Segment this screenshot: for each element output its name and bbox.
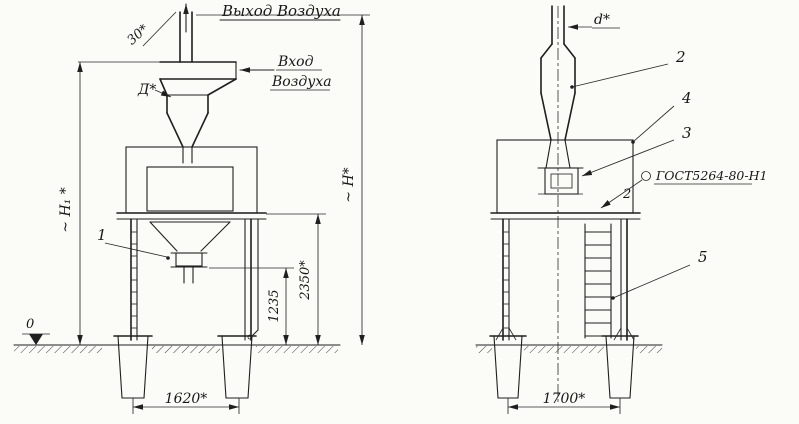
support-frame-front — [116, 146, 267, 220]
foundation-piles-front — [113, 335, 257, 399]
leader-dot — [166, 256, 170, 260]
dim-h1: ~ Н₁ * — [58, 61, 160, 345]
weld-standard-label: ГОСТ5264-80-Н1 — [655, 168, 767, 183]
level-triangle-icon — [29, 334, 43, 345]
air-outlet-label: Выход Воздуха — [221, 2, 341, 20]
support-frame-side — [490, 139, 641, 220]
air-inlet-duct: Вход Воздуха — [159, 54, 332, 91]
item-1-label: 1 — [97, 226, 107, 244]
leader-dot — [570, 85, 574, 89]
leg-lacing — [131, 231, 137, 329]
angle-label: 30* — [125, 21, 153, 48]
cyclone-front: Д* — [137, 78, 237, 164]
item-1-callout: 1 — [97, 226, 170, 260]
dim-2350: 2350* — [266, 213, 326, 345]
dim-1700-label: 1700* — [543, 391, 586, 407]
item-3-callout: 3 — [581, 124, 692, 177]
weld-callout: ГОСТ5264-80-Н1 2 — [600, 168, 767, 209]
outlet-pipe-side: d* — [551, 5, 620, 45]
diameter-label: Д* — [137, 82, 156, 98]
item-4-label: 4 — [681, 89, 692, 107]
support-legs-side — [495, 218, 635, 341]
dim-1235: 1235 — [209, 267, 294, 345]
dim-h: ~ Н* — [196, 14, 370, 345]
leg-lacing — [503, 231, 509, 329]
dim-1620: 1620* — [132, 391, 240, 414]
item-5-label: 5 — [698, 248, 708, 266]
air-inlet-label-2: Воздуха — [271, 74, 332, 90]
diameter-leader — [154, 89, 172, 98]
hopper-outlet — [149, 221, 231, 284]
weld-symbol-icon — [641, 171, 651, 181]
dim-1700: 1700* — [507, 391, 621, 414]
dim-1620-label: 1620* — [165, 391, 208, 407]
dim-h1-label: ~ Н₁ * — [58, 187, 74, 232]
zero-level-label: 0 — [26, 317, 34, 332]
foundation-piles-side — [489, 335, 639, 399]
dim-h-label: ~ Н* — [341, 167, 357, 202]
ladder — [584, 223, 612, 339]
inlet-angle-dim: 30* — [125, 11, 177, 48]
side-view: d* 2 — [475, 5, 767, 414]
ground-side — [475, 344, 663, 353]
support-legs-front — [130, 218, 259, 341]
cyclone-side — [540, 43, 576, 141]
ladder-rungs — [584, 231, 612, 337]
weld-number-label: 2 — [622, 187, 631, 202]
air-inlet-label-1: Вход — [277, 54, 314, 70]
item-2-callout: 2 — [570, 48, 686, 89]
item-5-callout: 5 — [611, 248, 708, 300]
item-2-label: 2 — [675, 48, 686, 66]
zero-level-mark: 0 — [22, 317, 50, 345]
leader-dot — [611, 296, 615, 300]
item-4-callout: 4 — [631, 89, 692, 144]
air-outlet-duct — [179, 3, 193, 63]
pipe-diameter-label: d* — [594, 12, 610, 28]
front-view: Выход Воздуха 30* Вход Воздуха — [13, 2, 370, 414]
dim-2350-label: 2350* — [298, 260, 313, 301]
dim-1235-label: 1235 — [267, 289, 282, 322]
item-3-label: 3 — [682, 124, 692, 142]
ground-front: 0 — [13, 317, 341, 353]
leader-dot — [631, 140, 635, 144]
